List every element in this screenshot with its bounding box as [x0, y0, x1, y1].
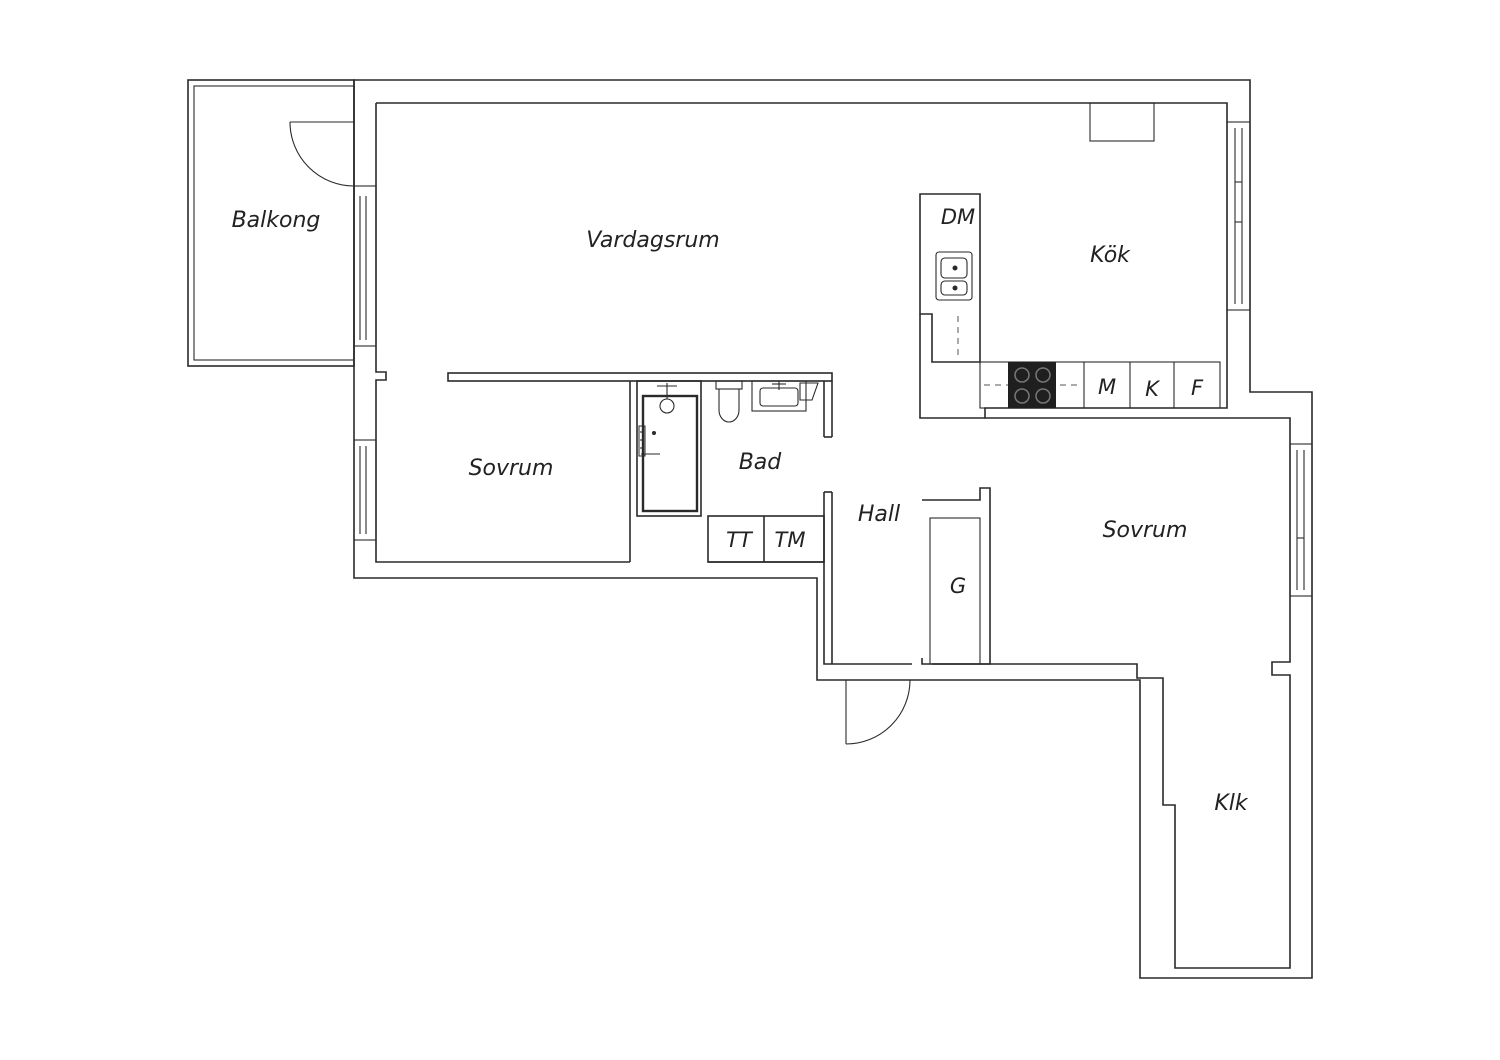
- bathtub-icon: [638, 383, 699, 513]
- kitchen-counter: [957, 102, 1221, 409]
- interior-walls: [447, 193, 991, 665]
- washbasin-icon: [751, 380, 819, 412]
- room-label-hall: Hall: [858, 502, 900, 527]
- room-label-klk: Klk: [1214, 791, 1249, 816]
- fixture-label-tm: TM: [775, 528, 806, 552]
- stove-icon: [1008, 362, 1056, 408]
- fixture-label-f: F: [1191, 376, 1204, 400]
- toilet-icon: [715, 380, 743, 423]
- room-label-sovrum-right: Sovrum: [1103, 518, 1188, 543]
- sink-icon: [935, 251, 973, 301]
- room-label-sovrum-left: Sovrum: [469, 456, 554, 481]
- room-label-bad: Bad: [739, 450, 783, 475]
- fixture-label-dm: DM: [941, 205, 975, 229]
- fixture-label-tt: TT: [726, 528, 754, 552]
- window-icon: [353, 121, 1313, 597]
- room-label-vardagsrum: Vardagsrum: [586, 228, 719, 253]
- room-label-balkong: Balkong: [232, 208, 321, 233]
- door-swing-icon: [289, 121, 911, 745]
- fixture-label-m: M: [1098, 375, 1116, 399]
- fixture-label-g: G: [950, 574, 966, 598]
- room-label-kok: Kök: [1090, 243, 1131, 268]
- fixture-label-k: K: [1145, 377, 1161, 401]
